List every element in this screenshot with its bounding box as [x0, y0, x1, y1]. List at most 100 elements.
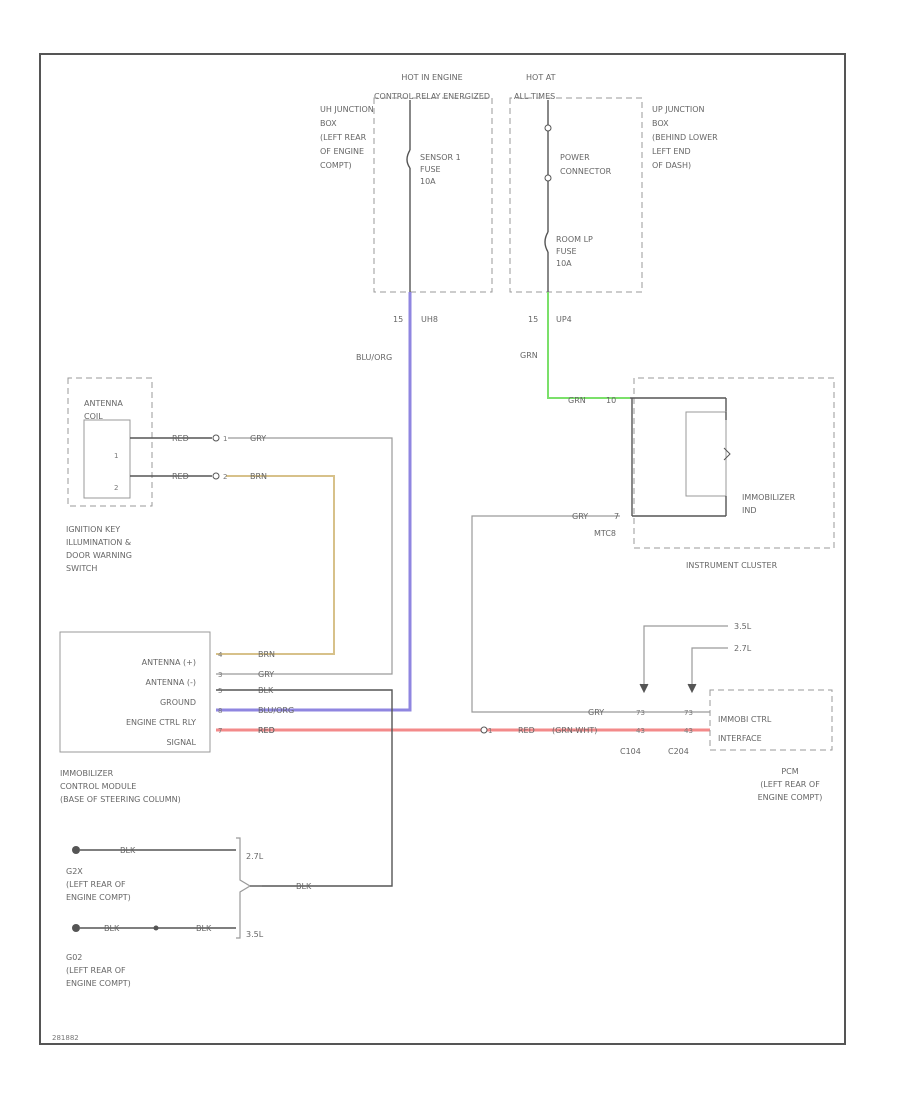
module-row-1: ANTENNA (+): [142, 658, 196, 667]
blu-org-wire: [216, 292, 412, 712]
grn-wire-label-2: GRN: [568, 396, 586, 405]
uh8-connector: UH8: [421, 315, 438, 324]
up-jb-line3: (BEHIND LOWER: [652, 133, 718, 142]
module-pin-4: 8: [218, 707, 222, 715]
up4-pin: 15: [528, 315, 538, 324]
uh-jb-line1: UH JUNCTION: [320, 105, 374, 114]
signal-wire-1: RED: [258, 726, 275, 735]
up-junction-box: UP JUNCTION BOX (BEHIND LOWER LEFT END O…: [509, 97, 718, 293]
pcm-pin-top-1: 73: [636, 709, 645, 717]
hot-at-label: HOT AT: [526, 73, 556, 82]
g02-engine-label: 3.5L: [246, 930, 264, 939]
room-fuse-line1: ROOM LP: [556, 235, 593, 244]
immobilizer-ind-line2: IND: [742, 506, 757, 515]
module-wire-4: BLU/ORG: [258, 706, 294, 715]
ic-gry-label: GRY: [572, 512, 588, 521]
ignition-switch-line3: DOOR WARNING: [66, 551, 132, 560]
pcm-pin-bot-2: 43: [684, 727, 693, 735]
sensor-fuse-line3: 10A: [420, 177, 436, 186]
g2x-ground-icon: [72, 846, 80, 854]
module-pin-2: 3: [218, 671, 222, 679]
module-name-line3: (BASE OF STEERING COLUMN): [60, 795, 181, 804]
up-jb-line1: UP JUNCTION: [652, 105, 705, 114]
g2x-name-line2: (LEFT REAR OF: [66, 880, 126, 889]
gry-antenna-wire: [216, 437, 393, 675]
antenna-coil-line2: COIL: [84, 412, 103, 421]
antenna-coil-line1: ANTENNA: [84, 399, 123, 408]
engine-label-35l: 3.5L: [734, 622, 752, 631]
power-connector-line2: CONNECTOR: [560, 167, 612, 176]
module-name-line2: CONTROL MODULE: [60, 782, 136, 791]
antenna-pin-2: 2: [223, 473, 227, 481]
pcm-name-line1: PCM: [781, 767, 798, 776]
module-pin-1: 4: [218, 651, 223, 659]
up4-connector: UP4: [556, 315, 572, 324]
immobilizer-ind-line1: IMMOBILIZER: [742, 493, 796, 502]
pcm-name-line3: ENGINE COMPT): [758, 793, 823, 802]
footer-code: 281882: [52, 1034, 79, 1042]
sensor-fuse-line1: SENSOR 1: [420, 153, 461, 162]
instrument-cluster-box: IMMOBILIZER IND: [630, 377, 835, 549]
pcm-27l-feed: [691, 647, 728, 686]
blk-join-label: BLK: [296, 882, 312, 891]
antenna-coil-box: ANTENNA COIL 1 2: [67, 377, 153, 507]
g02-name-line2: (LEFT REAR OF: [66, 966, 126, 975]
pcm-name-line2: (LEFT REAR OF: [760, 780, 820, 789]
antenna-wire2-out-label: BRN: [250, 472, 267, 481]
pcm-conn-2: C204: [668, 747, 689, 756]
g02-wire2-label: BLK: [196, 924, 212, 933]
uh8-pin: 15: [393, 315, 403, 324]
module-pin-column: 4 3 5 8 7: [218, 651, 223, 735]
power-connector: POWER CONNECTOR: [544, 100, 612, 232]
blu-org-wire-label: BLU/ORG: [356, 353, 392, 362]
signal-wire-2: RED: [518, 726, 535, 735]
module-row-5: SIGNAL: [166, 738, 196, 747]
ic-pin-num: 7: [614, 512, 619, 521]
diagram-frame: [39, 53, 846, 1045]
ignition-switch-line1: IGNITION KEY: [66, 525, 120, 534]
module-row-3: GROUND: [160, 698, 196, 707]
module-row-2: ANTENNA (-): [145, 678, 196, 687]
hot-in-engine-sub-label: CONTROL RELAY ENERGIZED: [374, 92, 490, 101]
g2x-name-line3: ENGINE COMPT): [66, 893, 131, 902]
instrument-cluster-label: INSTRUMENT CLUSTER: [686, 561, 778, 570]
signal-conn-pin: 1: [488, 727, 492, 735]
uh-jb-line3: (LEFT REAR: [320, 133, 367, 142]
module-wire-2: GRY: [258, 670, 274, 679]
module-name-line1: IMMOBILIZER: [60, 769, 114, 778]
g02-name-line1: G02: [66, 953, 82, 962]
pcm-conn-1: C104: [620, 747, 641, 756]
pcm-iface-line1: IMMOBI CTRL: [718, 715, 772, 724]
antenna-pin-1: 1: [223, 435, 227, 443]
pcm-pin-bot-1: 43: [636, 727, 645, 735]
antenna-wire2-label: RED: [172, 472, 189, 481]
gry-ic-wire: [471, 515, 710, 713]
pcm-iface-line2: INTERFACE: [718, 734, 762, 743]
engine-label-27l: 2.7L: [734, 644, 752, 653]
grn-wire: [547, 292, 630, 399]
uh-jb-line5: COMPT): [320, 161, 352, 170]
antenna-wire1-out-label: GRY: [250, 434, 266, 443]
g2x-engine-label: 2.7L: [246, 852, 264, 861]
uh-jb-line4: OF ENGINE: [320, 147, 364, 156]
g02-name-line3: ENGINE COMPT): [66, 979, 131, 988]
module-pin-5: 7: [218, 727, 222, 735]
uh-junction-box: UH JUNCTION BOX (LEFT REAR OF ENGINE COM…: [320, 97, 493, 293]
room-fuse-line2: FUSE: [556, 247, 577, 256]
up-jb-line4: LEFT END: [652, 147, 691, 156]
blk-ground-wire: [216, 689, 393, 887]
module-row-4: ENGINE CTRL RLY: [126, 718, 196, 727]
grn-wire-pin: 10: [606, 396, 616, 405]
up-jb-line5: OF DASH): [652, 161, 691, 170]
grn-wire-label: GRN: [520, 351, 538, 360]
uh-jb-line2: BOX: [320, 119, 337, 128]
pcm-pin-top-2: 73: [684, 709, 693, 717]
hot-in-engine-label: HOT IN ENGINE: [401, 73, 462, 82]
brn-wire: [216, 475, 335, 655]
hot-at-sub-label: ALL TIMES: [514, 92, 555, 101]
antenna-wire1-label: RED: [172, 434, 189, 443]
module-pin-3: 5: [218, 687, 222, 695]
pcm-box: IMMOBI CTRL INTERFACE: [709, 689, 833, 751]
gry-run-label: GRY: [588, 708, 604, 717]
immobilizer-module-box: ANTENNA (+) ANTENNA (-) GROUND ENGINE CT…: [59, 631, 211, 753]
